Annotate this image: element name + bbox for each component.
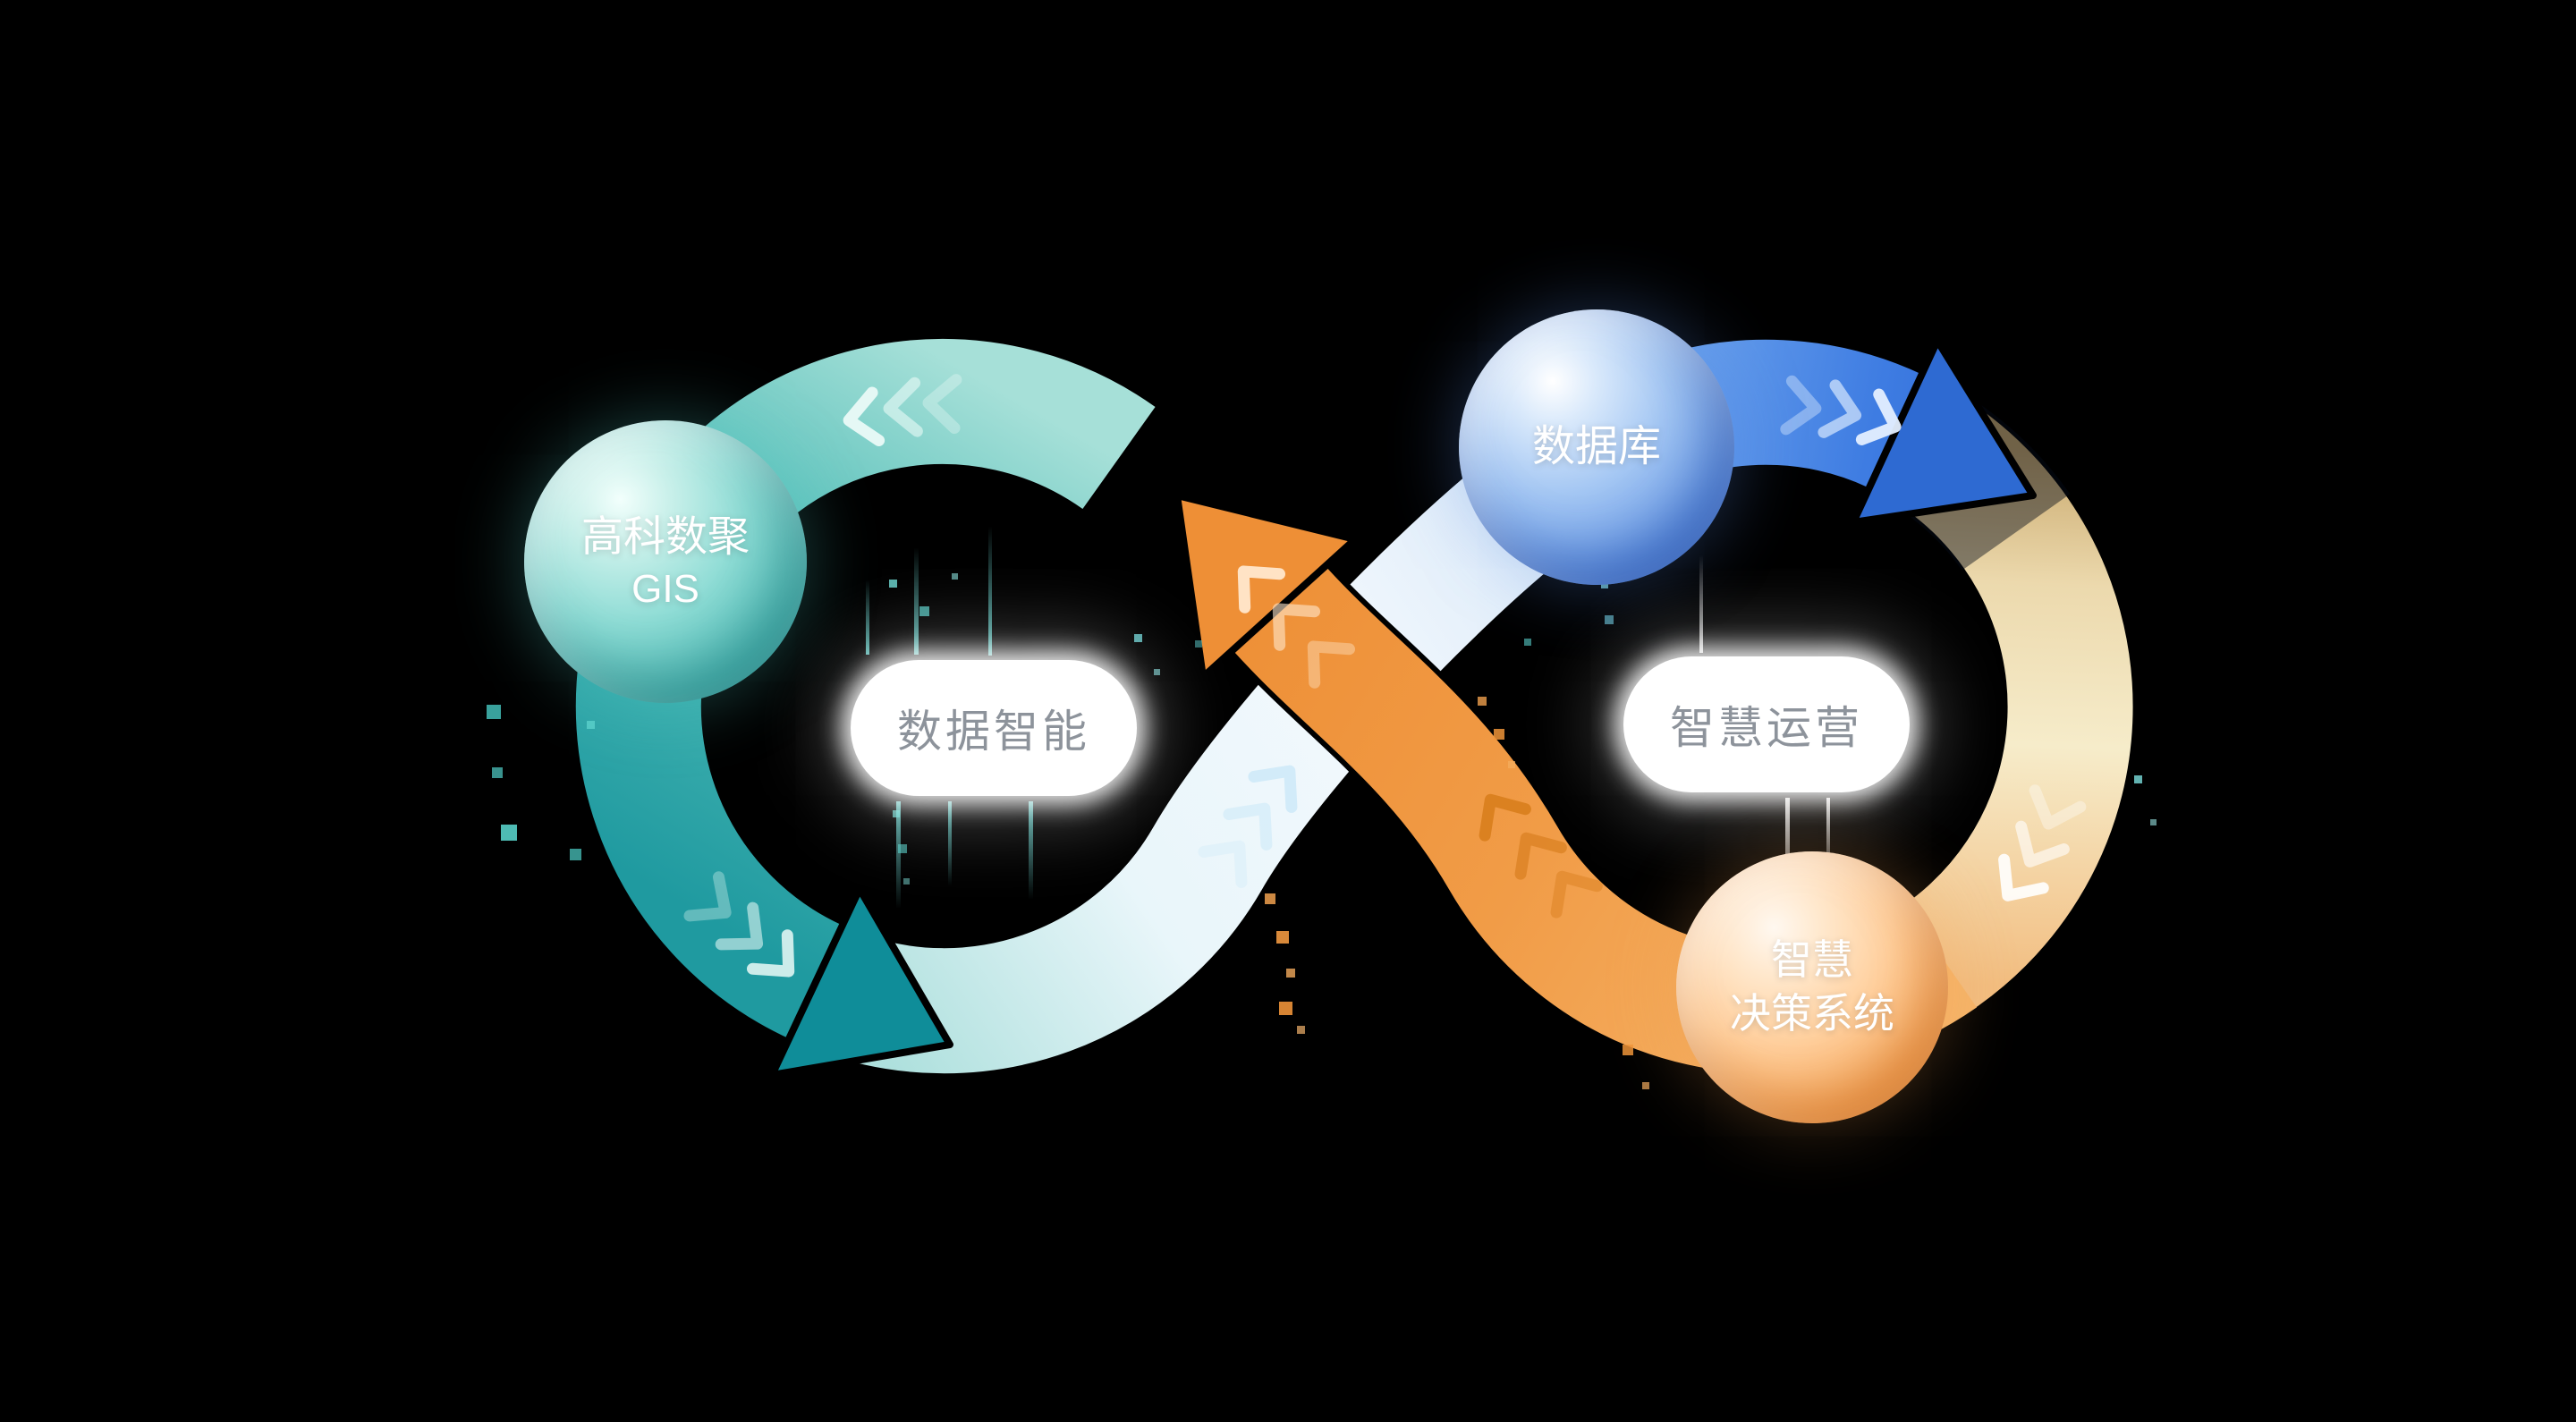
particle — [2134, 775, 2142, 783]
particle — [1154, 669, 1160, 675]
streak — [988, 526, 992, 656]
stage-label-text: 智慧运营 — [1670, 703, 1863, 753]
node-label-line: GIS — [631, 566, 699, 611]
cream-flow-band — [1868, 389, 2133, 1039]
particle — [1642, 1082, 1649, 1089]
node-label-line: 智慧 — [1771, 936, 1853, 984]
particle — [1195, 640, 1202, 648]
particle — [1478, 697, 1487, 706]
particle — [501, 825, 517, 841]
particle — [1297, 1026, 1305, 1034]
streak — [914, 547, 919, 655]
stage-label-text: 数据智能 — [897, 707, 1090, 757]
particle — [1508, 761, 1515, 768]
stage-label-data-intelligence: 数据智能 — [851, 660, 1137, 796]
particle — [1286, 969, 1295, 978]
particle — [2150, 819, 2157, 825]
particle — [952, 573, 958, 580]
node-decision-system-sphere: 智慧 决策系统 — [1676, 851, 1948, 1123]
particle — [1134, 634, 1142, 642]
node-label-line: 决策系统 — [1730, 990, 1894, 1037]
streak — [1699, 554, 1703, 653]
particle — [1494, 729, 1504, 740]
particle — [1601, 581, 1608, 588]
particle — [889, 580, 897, 588]
particle — [1276, 931, 1289, 944]
streak — [1826, 798, 1830, 887]
particle — [487, 705, 501, 719]
particle-decor — [487, 573, 2157, 1089]
particle — [1623, 1045, 1633, 1055]
particle — [492, 767, 503, 778]
particle — [919, 606, 929, 616]
particle — [898, 844, 907, 853]
particle — [1524, 639, 1531, 646]
particle — [1605, 615, 1614, 624]
stage-label-smart-operations: 智慧运营 — [1623, 656, 1910, 792]
node-label-line: 数据库 — [1531, 422, 1661, 470]
particle — [893, 810, 900, 817]
node-label-line: 高科数聚 — [581, 512, 750, 560]
node-gis-sphere: 高科数聚 GIS — [524, 420, 807, 703]
streak — [866, 580, 869, 655]
particle — [1279, 1002, 1292, 1015]
streak — [1029, 801, 1033, 900]
streak — [948, 801, 952, 886]
streak — [896, 801, 901, 909]
particle — [570, 849, 581, 860]
node-database-sphere: 数据库 — [1459, 309, 1734, 585]
particle — [903, 878, 910, 885]
teal-arrowhead-icon — [768, 885, 953, 1079]
particle — [1265, 893, 1275, 904]
particle — [587, 721, 595, 729]
